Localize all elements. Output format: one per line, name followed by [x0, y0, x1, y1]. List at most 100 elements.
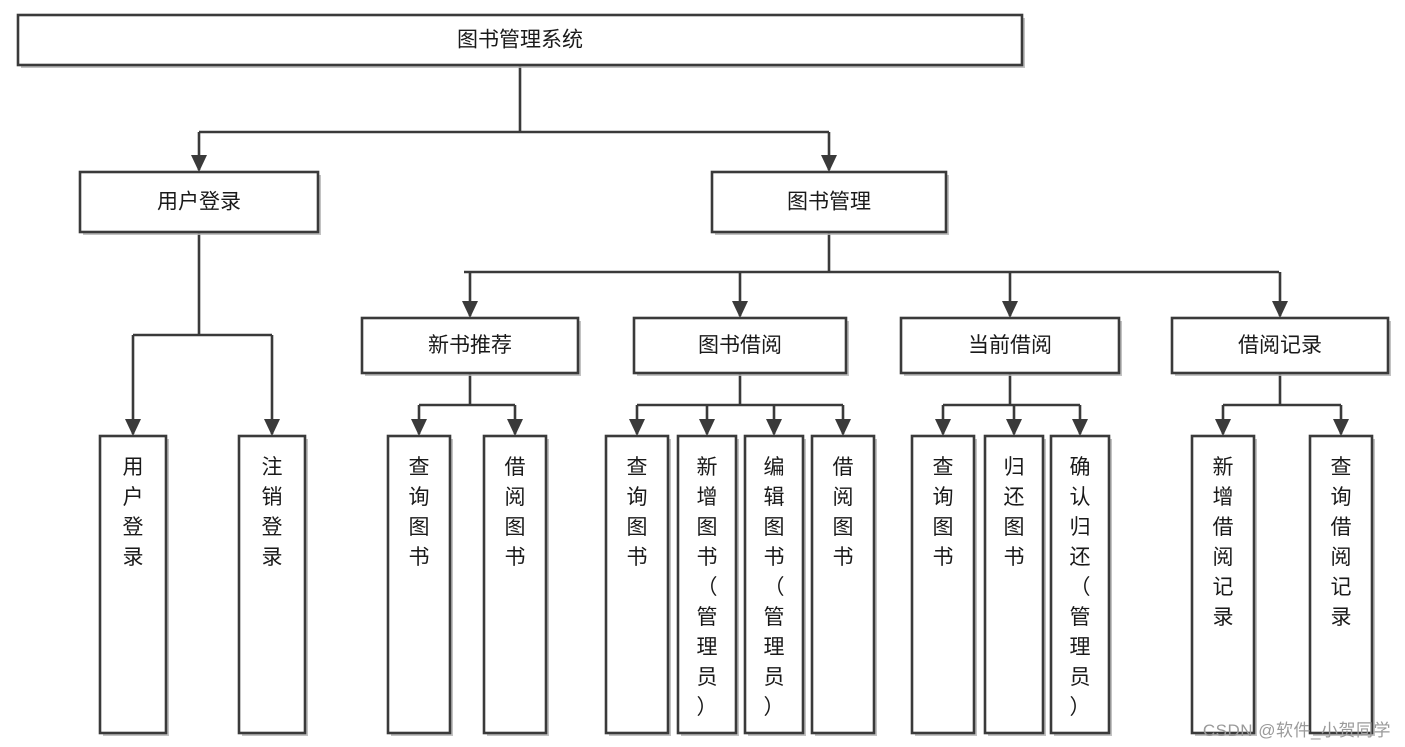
node-label: ）: [764, 696, 785, 719]
node-leaf-user-login[interactable]: 用户登录: [98, 434, 169, 736]
node-label: 图: [933, 516, 954, 539]
node-box[interactable]: [1170, 316, 1390, 375]
node-label: 书: [627, 546, 648, 569]
node-label: 查: [1331, 456, 1352, 479]
node-label: 管: [764, 606, 785, 629]
connector-group-root: [191, 65, 837, 172]
node-new-book-recommend[interactable]: 新书推荐: [360, 316, 581, 376]
node-label: 当前借阅: [968, 334, 1052, 357]
node-label: 销: [262, 486, 283, 509]
node-label: 查: [627, 456, 648, 479]
node-label: 借: [505, 456, 526, 479]
node-label: 登: [123, 516, 144, 539]
node-label: 还: [1070, 546, 1091, 569]
node-label: 书: [833, 546, 854, 569]
node-label: 录: [1213, 606, 1234, 629]
node-box[interactable]: [78, 170, 320, 234]
node-label: 图: [764, 516, 785, 539]
node-borrow-record[interactable]: 借阅记录: [1170, 316, 1391, 376]
node-box[interactable]: [16, 13, 1024, 67]
node-label: 新: [1213, 456, 1234, 479]
node-label: 记: [1331, 576, 1352, 599]
node-label: 用: [123, 456, 144, 479]
node-label: 图: [409, 516, 430, 539]
node-current-borrow[interactable]: 当前借阅: [899, 316, 1122, 376]
node-label: 书: [409, 546, 430, 569]
node-box[interactable]: [98, 434, 168, 735]
node-label: 图: [833, 516, 854, 539]
node-label: 辑: [764, 486, 785, 509]
node-label: 增: [1213, 486, 1234, 509]
node-label: ）: [1070, 696, 1091, 719]
node-label: 书: [697, 546, 718, 569]
node-label: 员: [1070, 666, 1091, 689]
node-label: 用户登录: [157, 191, 241, 214]
node-box[interactable]: [710, 170, 948, 234]
node-label: 理: [1070, 636, 1091, 659]
node-box[interactable]: [810, 434, 876, 735]
node-box[interactable]: [632, 316, 848, 375]
node-box[interactable]: [360, 316, 580, 375]
node-label: 管: [1070, 606, 1091, 629]
node-label: 借: [1213, 516, 1234, 539]
node-label: 书: [933, 546, 954, 569]
node-box[interactable]: [910, 434, 976, 735]
node-label: 阅: [833, 486, 854, 509]
node-label: 借阅记录: [1238, 334, 1322, 357]
node-label: 询: [1331, 486, 1352, 509]
node-box[interactable]: [237, 434, 307, 735]
node-label: 阅: [1213, 546, 1234, 569]
node-label: 询: [409, 486, 430, 509]
node-box[interactable]: [676, 434, 738, 735]
node-label: 阅: [505, 486, 526, 509]
node-box[interactable]: [1308, 434, 1374, 735]
node-label: 编: [764, 456, 785, 479]
node-box[interactable]: [1190, 434, 1256, 735]
node-user-login[interactable]: 用户登录: [78, 170, 321, 235]
node-book-manage[interactable]: 图书管理: [710, 170, 949, 235]
connector-group-borrow-record: [1215, 373, 1349, 436]
node-label: ）: [697, 696, 718, 719]
node-label: （: [1070, 576, 1091, 599]
connector-group-new-book-recommend: [411, 373, 523, 436]
node-label: 员: [764, 666, 785, 689]
node-label: 借: [833, 456, 854, 479]
node-label: 注: [262, 456, 283, 479]
node-book-borrow[interactable]: 图书借阅: [632, 316, 849, 376]
node-label: 增: [697, 486, 718, 509]
connector-layer: [125, 65, 1349, 436]
node-box[interactable]: [482, 434, 548, 735]
node-label: 录: [1331, 606, 1352, 629]
node-label: 录: [262, 546, 283, 569]
node-box[interactable]: [604, 434, 670, 735]
node-box[interactable]: [386, 434, 452, 735]
node-box[interactable]: [743, 434, 805, 735]
node-label: 还: [1004, 486, 1025, 509]
node-box[interactable]: [1049, 434, 1111, 735]
node-label: 询: [933, 486, 954, 509]
node-label: 理: [697, 636, 718, 659]
node-label: 管: [697, 606, 718, 629]
node-box[interactable]: [983, 434, 1045, 735]
node-label: 登: [262, 516, 283, 539]
node-label: 图书管理系统: [457, 29, 583, 52]
node-box[interactable]: [899, 316, 1121, 375]
connector-group-book-borrow: [629, 373, 851, 436]
node-label: （: [697, 576, 718, 599]
node-label: 新: [697, 456, 718, 479]
node-root[interactable]: 图书管理系统: [16, 13, 1025, 68]
